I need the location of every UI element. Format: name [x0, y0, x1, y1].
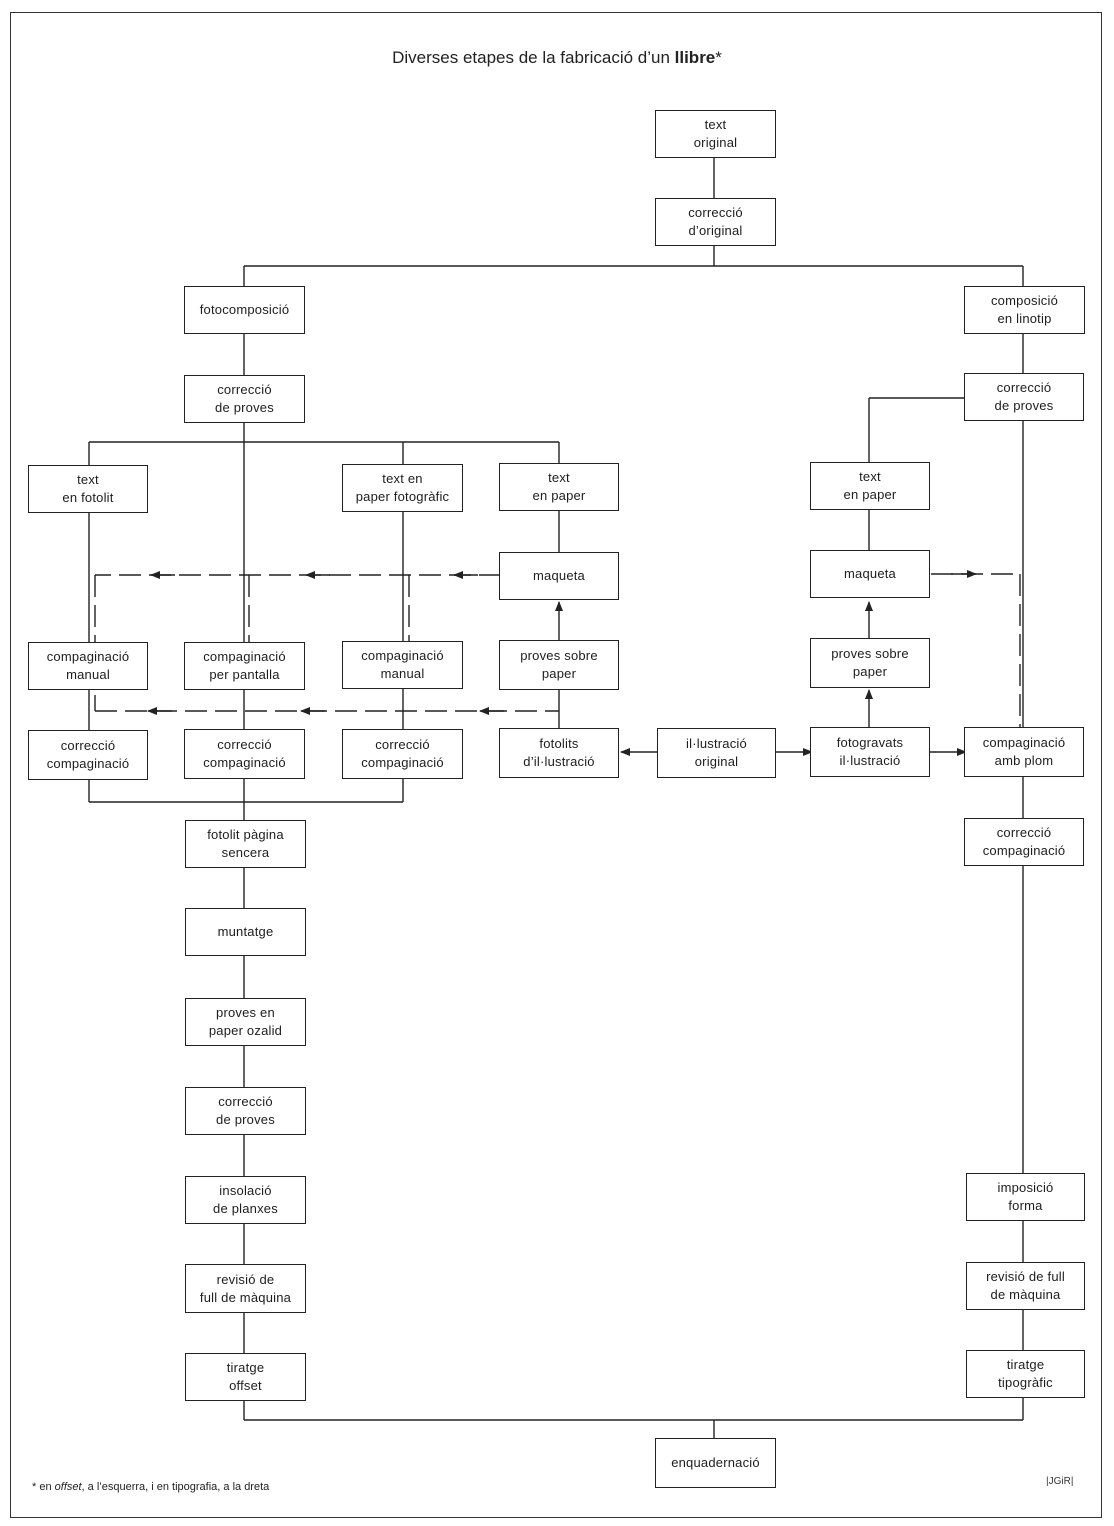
author-signature: |JGiR| — [1046, 1476, 1074, 1487]
node-text-original: text original — [655, 110, 776, 158]
node-correccio-compaginacio-right: correcció compaginació — [964, 818, 1084, 866]
footnote: * en offset, a l’esquerra, i en tipograf… — [32, 1481, 269, 1493]
title-text: Diverses etapes de la fabricació d’un — [392, 48, 675, 67]
title-asterisk: * — [715, 48, 722, 67]
node-composicio-linotip: composició en linotip — [964, 286, 1085, 334]
node-correccio-original: correcció d’original — [655, 198, 776, 246]
node-fotogravats-illustracio: fotogravats il·lustració — [810, 727, 930, 777]
page-frame — [10, 12, 1102, 1518]
node-compaginacio-pantalla: compaginació per pantalla — [184, 642, 305, 690]
node-enquadernacio: enquadernació — [655, 1438, 776, 1488]
node-proves-sobre-paper-left: proves sobre paper — [499, 640, 619, 690]
node-proves-sobre-paper-right: proves sobre paper — [810, 638, 930, 688]
node-tiratge-offset: tiratge offset — [185, 1353, 306, 1401]
footnote-italic-word: offset — [54, 1481, 82, 1493]
node-compaginacio-manual-1: compaginació manual — [28, 642, 148, 690]
node-fotolits-illustracio: fotolits d’il·lustració — [499, 728, 619, 778]
node-text-fotolit: text en fotolit — [28, 465, 148, 513]
node-proves-paper-ozalid: proves en paper ozalid — [185, 998, 306, 1046]
node-correccio-compaginacio-2: correcció compaginació — [184, 729, 305, 779]
node-imposicio-forma: imposició forma — [966, 1173, 1085, 1221]
node-correccio-proves-right: correcció de proves — [964, 373, 1084, 421]
node-insolacio-planxes: insolació de planxes — [185, 1176, 306, 1224]
node-revisio-full-left: revisió de full de màquina — [185, 1264, 306, 1313]
footnote-rest: , a l’esquerra, i en tipografia, a la dr… — [81, 1481, 270, 1493]
node-correccio-proves-left-2: correcció de proves — [185, 1087, 306, 1135]
node-fotocomposicio: fotocomposició — [184, 286, 305, 334]
node-compaginacio-amb-plom: compaginació amb plom — [964, 727, 1084, 777]
node-correccio-proves-left: correcció de proves — [184, 375, 305, 423]
node-tiratge-tipografic: tiratge tipogràfic — [966, 1350, 1085, 1398]
node-correccio-compaginacio-3: correcció compaginació — [342, 729, 463, 779]
title-bold-word: llibre — [674, 48, 716, 67]
diagram-title: Diverses etapes de la fabricació d’un ll… — [0, 48, 1114, 68]
signature-text: JGiR — [1048, 1476, 1071, 1487]
node-text-paper-left: text en paper — [499, 463, 619, 511]
node-fotolit-pagina-sencera: fotolit pàgina sencera — [185, 820, 306, 868]
node-text-paper-fotografic: text en paper fotogràfic — [342, 464, 463, 512]
node-illustracio-original: il·lustració original — [657, 728, 776, 778]
node-correccio-compaginacio-1: correcció compaginació — [28, 730, 148, 780]
node-compaginacio-manual-2: compaginació manual — [342, 641, 463, 689]
footnote-prefix: * en — [32, 1481, 55, 1493]
node-text-paper-right: text en paper — [810, 462, 930, 510]
node-maqueta-left: maqueta — [499, 552, 619, 600]
node-revisio-full-right: revisió de full de màquina — [966, 1262, 1085, 1310]
node-maqueta-right: maqueta — [810, 550, 930, 598]
node-muntatge: muntatge — [185, 908, 306, 956]
